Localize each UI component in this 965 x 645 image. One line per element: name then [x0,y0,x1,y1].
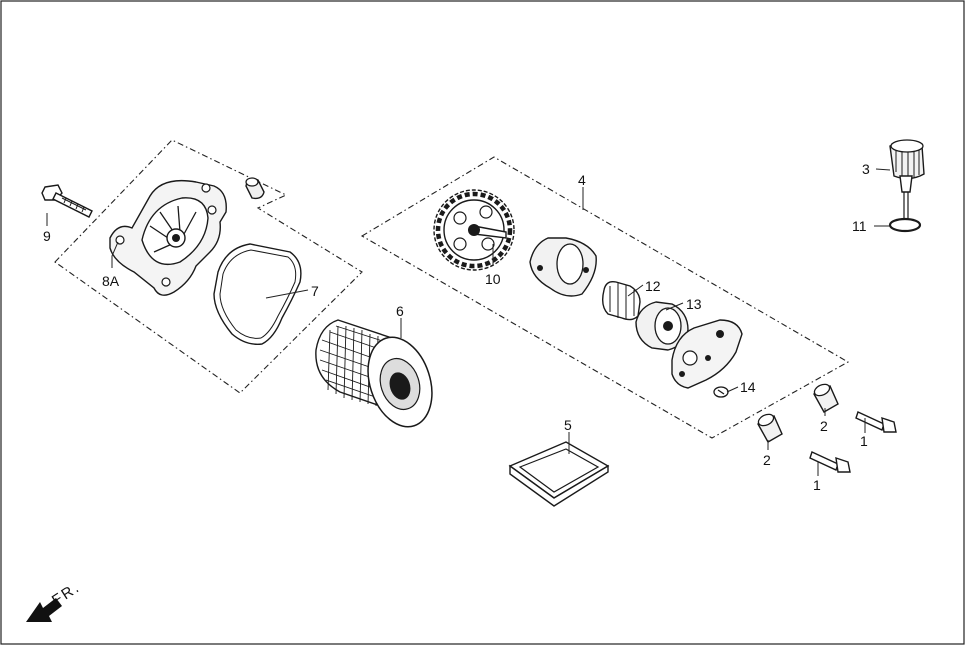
callout-4: 4 [578,172,586,188]
oil-pump-cover-part [109,179,227,296]
socket-bolt-part-lower [809,451,851,473]
callout-1-lower: 1 [813,477,821,493]
pump-housing-part [529,237,597,297]
inner-rotor-part [601,280,641,321]
callout-1-upper: 1 [860,433,868,449]
front-direction-arrow [26,598,62,622]
flange-bolt-part [41,184,93,218]
pump-screw-part [713,386,729,398]
gasket-part [213,243,302,345]
callout-13: 13 [686,296,702,312]
callout-2-upper: 2 [820,418,828,434]
oil-dipstick-part [889,139,925,218]
callout-14: 14 [740,379,756,395]
front-direction-label: FR. [49,579,84,610]
callout-8a: 8A [102,273,120,289]
socket-bolt-part-upper [855,411,897,433]
leader-lines [46,168,891,476]
callout-12: 12 [645,278,661,294]
outer-rotor-part [635,301,689,351]
group-outline-oil-pump-cover [54,139,363,394]
callout-3: 3 [862,161,870,177]
drive-gear-part [433,189,515,271]
callout-10: 10 [485,271,501,287]
dowel-pin-part [245,177,265,200]
o-ring-part [888,217,922,233]
callout-2-lower: 2 [763,452,771,468]
callout-9: 9 [43,228,51,244]
dowel-part-lower [757,413,783,443]
callout-6: 6 [396,303,404,319]
group-outline-oil-pump [360,156,850,439]
gasket-inner-edge [219,249,297,339]
oil-strainer-part [508,441,610,507]
callout-11: 11 [852,218,867,234]
oil-filter-part [315,319,433,428]
dowel-part-upper [813,383,839,413]
callout-7: 7 [311,283,319,299]
callout-5: 5 [564,417,572,433]
pump-cover-plate-part [671,319,743,389]
